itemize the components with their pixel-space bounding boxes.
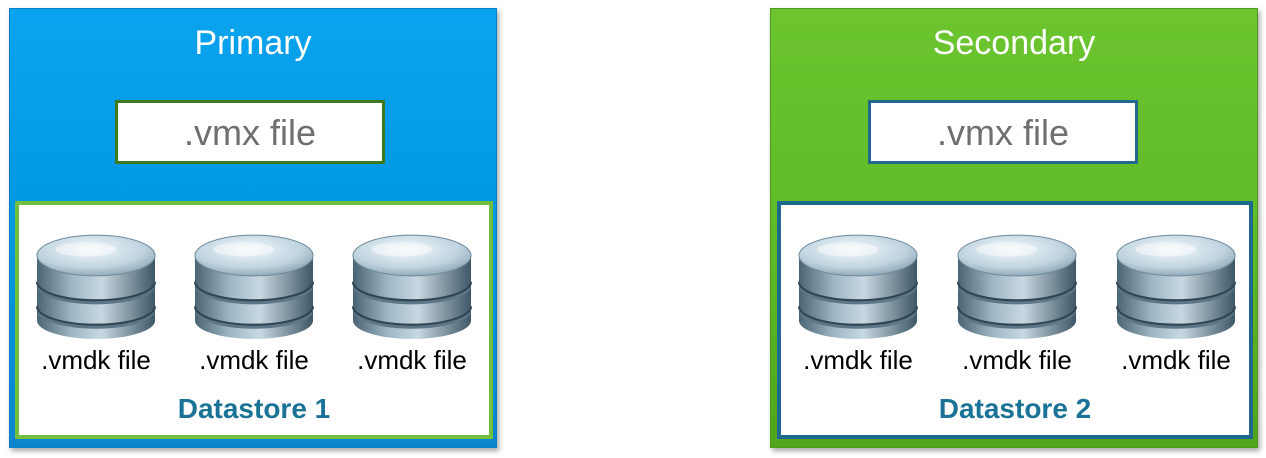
vmdk-disk: .vmdk file [952, 229, 1082, 375]
vmdk-file-label: .vmdk file [803, 345, 913, 375]
vmdk-file-label: .vmdk file [41, 345, 151, 375]
primary-panel: Primary .vmx file .vmdk file .vmdk file … [9, 8, 497, 448]
vmdk-file-label: .vmdk file [1121, 345, 1231, 375]
vmdk-file-label: .vmdk file [199, 345, 309, 375]
datastore-1: .vmdk file .vmdk file .vmdk file Datasto… [15, 201, 493, 439]
database-icon [955, 229, 1079, 343]
primary-vmx-file: .vmx file [115, 100, 385, 164]
primary-title: Primary [194, 24, 312, 62]
datastore-2: .vmdk file .vmdk file .vmdk file Datasto… [777, 201, 1253, 439]
database-icon [192, 229, 316, 343]
secondary-panel: Secondary .vmx file .vmdk file .vmdk fil… [770, 8, 1258, 448]
database-icon [796, 229, 920, 343]
secondary-title: Secondary [932, 24, 1096, 62]
database-icon [1114, 229, 1238, 343]
vmdk-disk: .vmdk file [347, 229, 477, 375]
secondary-vmx-file: .vmx file [868, 100, 1138, 164]
datastore-label: Datastore 2 [938, 393, 1092, 424]
vmdk-disk: .vmdk file [793, 229, 923, 375]
database-icon [350, 229, 474, 343]
vmdk-disk: .vmdk file [189, 229, 319, 375]
datastore-label: Datastore 1 [177, 393, 331, 424]
database-icon [34, 229, 158, 343]
vmdk-file-label: .vmdk file [962, 345, 1072, 375]
vmdk-disk: .vmdk file [1111, 229, 1241, 375]
vmdk-disk: .vmdk file [31, 229, 161, 375]
vmdk-file-label: .vmdk file [357, 345, 467, 375]
